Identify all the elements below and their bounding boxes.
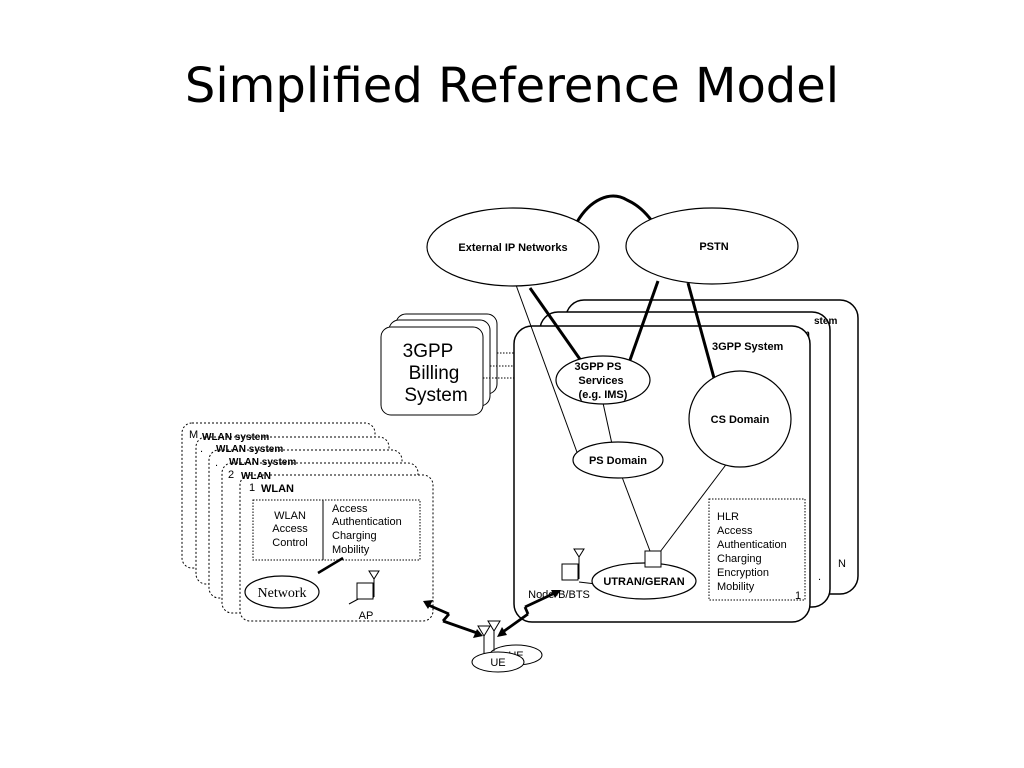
network-ellipse bbox=[244, 575, 320, 609]
node-b-antenna-icon bbox=[573, 548, 585, 579]
ps-domain: PS Domain bbox=[572, 441, 664, 479]
radio-link-3gpp bbox=[497, 590, 561, 637]
wlan-access-control-line: Access bbox=[272, 523, 308, 535]
hlr-function-item: HLR bbox=[717, 511, 739, 523]
ps-domain-label: PS Domain bbox=[589, 455, 647, 467]
ue-label: UE bbox=[490, 657, 505, 669]
cs-domain-ellipse bbox=[688, 370, 792, 468]
ue-antenna-icon bbox=[477, 620, 501, 653]
external-ip-networks: External IP Networks bbox=[426, 207, 600, 287]
ps-services-label-line: (e.g. IMS) bbox=[579, 389, 628, 401]
hlr-function-item: Charging bbox=[717, 553, 762, 565]
billing-system-stack: 3GPP Billing System bbox=[380, 313, 498, 416]
billing-frame-front bbox=[380, 326, 484, 416]
wlan-function-item: Authentication bbox=[332, 516, 402, 528]
wlan-box-title: WLAN bbox=[261, 483, 294, 495]
radio-link-wlan bbox=[423, 600, 483, 638]
pstn: PSTN bbox=[625, 207, 799, 285]
pstn-label: PSTN bbox=[699, 241, 728, 253]
wlan-dots: . bbox=[215, 457, 218, 469]
wlan-index-m: M bbox=[189, 429, 198, 441]
3gpp-system-index-1: 1 bbox=[795, 590, 801, 602]
hlr-function-item: Authentication bbox=[717, 539, 787, 551]
ps-services-label-line: 3GPP PS bbox=[575, 361, 622, 373]
utran-geran-ellipse bbox=[591, 562, 697, 600]
wlan-access-control-line: WLAN bbox=[274, 510, 306, 522]
hlr-function-item: Access bbox=[717, 525, 753, 537]
3gpp-system-label: 3GPP System bbox=[712, 341, 784, 353]
billing-label-line: System bbox=[404, 385, 467, 406]
wlan-function-item: Charging bbox=[332, 530, 377, 542]
network-label: Network bbox=[258, 586, 307, 601]
ps-domain-ellipse bbox=[572, 441, 664, 479]
page-title: Simplified Reference Model bbox=[184, 58, 840, 114]
hlr-function-item: Encryption bbox=[717, 567, 769, 579]
external-ip-networks-label: External IP Networks bbox=[458, 242, 567, 254]
wlan-function-item: Access bbox=[332, 503, 368, 515]
wlan-index-2: 2 bbox=[228, 469, 234, 481]
3gpp-system-index-n: N bbox=[838, 558, 846, 570]
hlr-functions-box bbox=[708, 498, 806, 601]
wlan-index-1: 1 bbox=[249, 482, 255, 494]
ps-services-label-line: Services bbox=[578, 375, 623, 387]
ue-ellipse bbox=[471, 651, 525, 673]
billing-label-line: 3GPP bbox=[403, 341, 454, 362]
wlan-access-control-line: Control bbox=[272, 537, 307, 549]
pstn-ellipse bbox=[625, 207, 799, 285]
wlan-stack-label: WLAN system bbox=[229, 457, 296, 468]
wlan-dots: . bbox=[200, 443, 203, 455]
wlan-system-stack: M WLAN system WLAN system WLAN system . … bbox=[181, 422, 434, 622]
ap-antenna-icon bbox=[368, 570, 380, 598]
ue-group: UE UE bbox=[423, 590, 561, 673]
cs-domain: CS Domain bbox=[688, 370, 792, 468]
ps-services-ellipse bbox=[555, 355, 651, 405]
hlr-function-item: Mobility bbox=[717, 581, 755, 593]
cs-domain-label: CS Domain bbox=[711, 414, 770, 426]
wlan-stack-label: WLAN bbox=[241, 471, 271, 482]
utran-geran-label: UTRAN/GERAN bbox=[603, 576, 684, 588]
connection-lines bbox=[515, 194, 729, 585]
ap-label: AP bbox=[359, 610, 374, 622]
billing-label-line: Billing bbox=[409, 363, 460, 384]
3gpp-system-back-label: stem bbox=[814, 316, 837, 327]
network-link-line bbox=[317, 556, 344, 575]
utran-geran: UTRAN/GERAN bbox=[591, 550, 697, 600]
rnc-box bbox=[644, 550, 662, 568]
ap-box bbox=[356, 582, 374, 600]
wlan-function-item: Mobility bbox=[332, 544, 370, 556]
3gpp-system-dot: . bbox=[818, 571, 821, 583]
external-ip-networks-ellipse bbox=[426, 207, 600, 287]
node-b-box bbox=[561, 563, 579, 581]
wlan-stack-label: WLAN system bbox=[216, 444, 283, 455]
wlan-stack-label: WLAN system bbox=[202, 432, 269, 443]
wlan-functions-box bbox=[252, 499, 421, 561]
ps-services: 3GPP PS Services (e.g. IMS) bbox=[555, 355, 651, 405]
